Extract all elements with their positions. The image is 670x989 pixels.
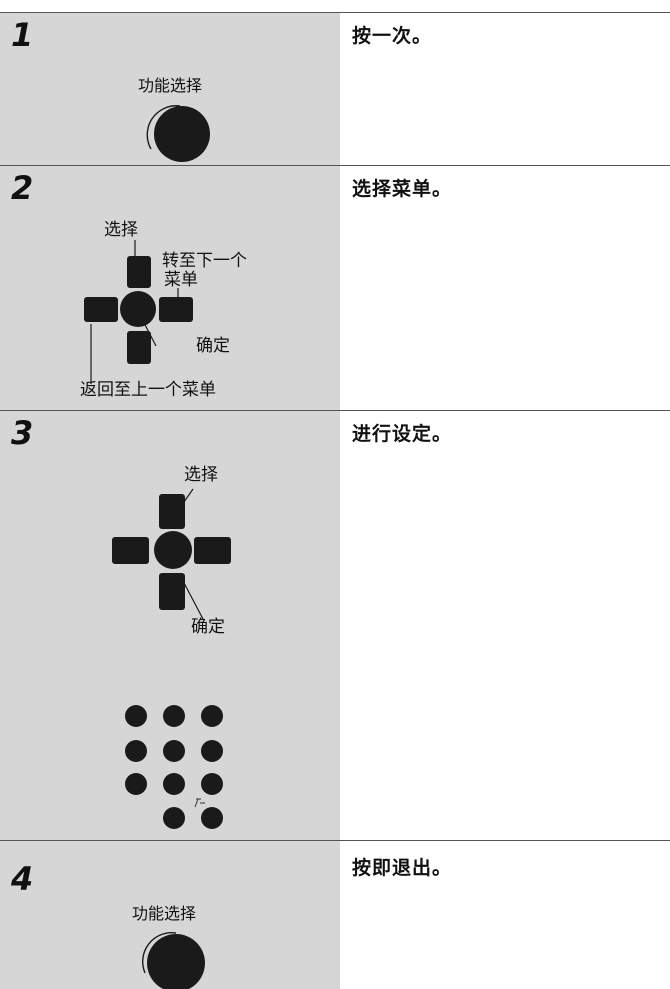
select-label: 选择 [184, 465, 218, 485]
step-instruction: 按一次。 [352, 25, 433, 47]
function-select-button[interactable] [147, 934, 205, 989]
hyphen-symbol-icon [194, 798, 205, 808]
back-to-previous-menu-label: 返回至上一个菜单 [80, 380, 216, 400]
number-key-4[interactable] [125, 740, 147, 762]
number-key-3[interactable] [201, 705, 223, 727]
next-menu-label-line2: 菜单 [164, 270, 198, 290]
select-label: 选择 [104, 220, 138, 240]
confirm-label: 确定 [196, 336, 230, 356]
function-select-button[interactable] [154, 106, 210, 162]
dpad-right-button[interactable] [159, 297, 193, 322]
step-2: 2 选择菜单。 选择 转至下一个 菜单 确定 返回至上一个菜单 [0, 166, 670, 410]
number-key-7[interactable] [125, 773, 147, 795]
divider-1 [0, 165, 670, 166]
step-1: 1 按一次。 功能选择 [0, 13, 670, 165]
dpad-diagram [84, 240, 193, 384]
dpad-up-button[interactable] [127, 256, 151, 288]
next-menu-label-line1: 转至下一个 [162, 251, 247, 271]
dpad-up-button[interactable] [159, 494, 185, 529]
number-key-1[interactable] [125, 705, 147, 727]
step-number: 4 [11, 860, 34, 898]
step-instruction: 进行设定。 [352, 423, 453, 445]
number-key-8[interactable] [163, 773, 185, 795]
divider-2 [0, 410, 670, 411]
dpad-enter-button[interactable] [154, 531, 192, 569]
dpad-down-button[interactable] [127, 331, 151, 364]
function-select-button-art [142, 931, 205, 989]
step-2-illustration-panel [0, 166, 340, 410]
number-key-0[interactable] [163, 807, 185, 829]
dpad-left-button[interactable] [112, 537, 149, 564]
dpad-enter-button[interactable] [120, 291, 156, 327]
dpad-down-button[interactable] [159, 573, 185, 610]
step-number: 1 [11, 16, 34, 54]
step-4: 4 按即退出。 功能选择 [0, 841, 670, 989]
dpad-left-button[interactable] [84, 297, 118, 322]
number-key-2[interactable] [163, 705, 185, 727]
function-select-label: 功能选择 [138, 76, 203, 95]
step-instruction: 按即退出。 [352, 857, 453, 879]
step-3-illustration-panel [0, 411, 340, 840]
confirm-label: 确定 [191, 617, 225, 637]
dpad-and-numpad-diagram [112, 488, 231, 829]
number-key-5[interactable] [163, 740, 185, 762]
dash-key[interactable] [201, 807, 223, 829]
number-key-6[interactable] [201, 740, 223, 762]
number-key-9[interactable] [201, 773, 223, 795]
dpad-right-button[interactable] [194, 537, 231, 564]
step-number: 3 [11, 414, 34, 452]
function-select-label: 功能选择 [132, 904, 197, 923]
divider-top [0, 12, 670, 13]
step-number: 2 [11, 169, 34, 207]
numeric-keypad [125, 705, 223, 829]
function-select-button-art [146, 105, 210, 162]
step-3: 3 进行设定。 选择 确定 [0, 411, 670, 840]
divider-3 [0, 840, 670, 841]
step-instruction: 选择菜单。 [352, 178, 453, 200]
